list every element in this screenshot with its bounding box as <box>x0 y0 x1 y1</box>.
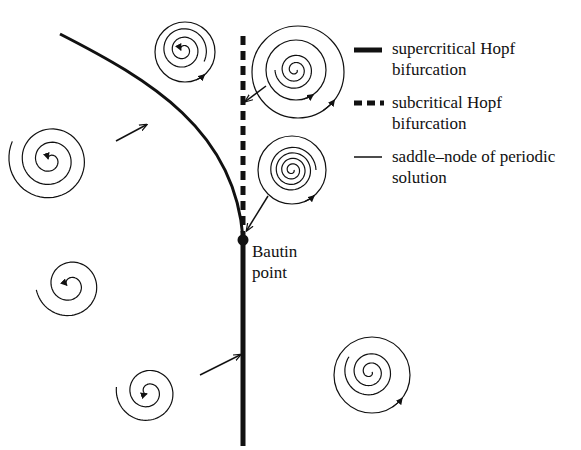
phase-spiral <box>345 354 391 395</box>
limit-cycle <box>252 26 344 118</box>
cycle-arrow <box>323 100 335 111</box>
cycle-arrow <box>393 398 403 407</box>
limit-cycle <box>334 337 410 413</box>
legend-sample <box>354 156 382 158</box>
pointer-arrow <box>247 196 268 230</box>
phase-spiral <box>36 262 96 316</box>
legend-sample <box>354 101 384 106</box>
limit-cycle <box>258 136 326 204</box>
saddle-node-curve <box>60 34 243 238</box>
phase-spiral <box>271 147 316 190</box>
pointer-arrow <box>200 355 240 375</box>
cycle-arrow <box>304 94 314 99</box>
limit-cycle <box>155 22 215 82</box>
phase-spiral <box>9 129 84 198</box>
pointer-arrow <box>116 125 146 141</box>
supercritical-line <box>241 240 246 446</box>
legend-text: saddle–node of periodic solution <box>392 146 572 188</box>
phase-spiral <box>164 29 207 67</box>
limit-cycle <box>266 40 326 100</box>
cycle-arrow <box>196 75 205 81</box>
legend-text: supercritical Hopf bifurcation <box>392 38 572 80</box>
phase-spiral <box>275 55 311 88</box>
pointer-arrow <box>246 86 266 101</box>
subcritical-line <box>241 36 246 238</box>
cycle-arrow <box>304 196 314 202</box>
phase-spiral <box>116 371 173 421</box>
point-label: Bautin point <box>252 241 332 283</box>
bautin-dot <box>238 235 249 246</box>
legend-text: subcritical Hopf bifurcation <box>392 92 572 134</box>
legend-sample <box>354 48 382 53</box>
